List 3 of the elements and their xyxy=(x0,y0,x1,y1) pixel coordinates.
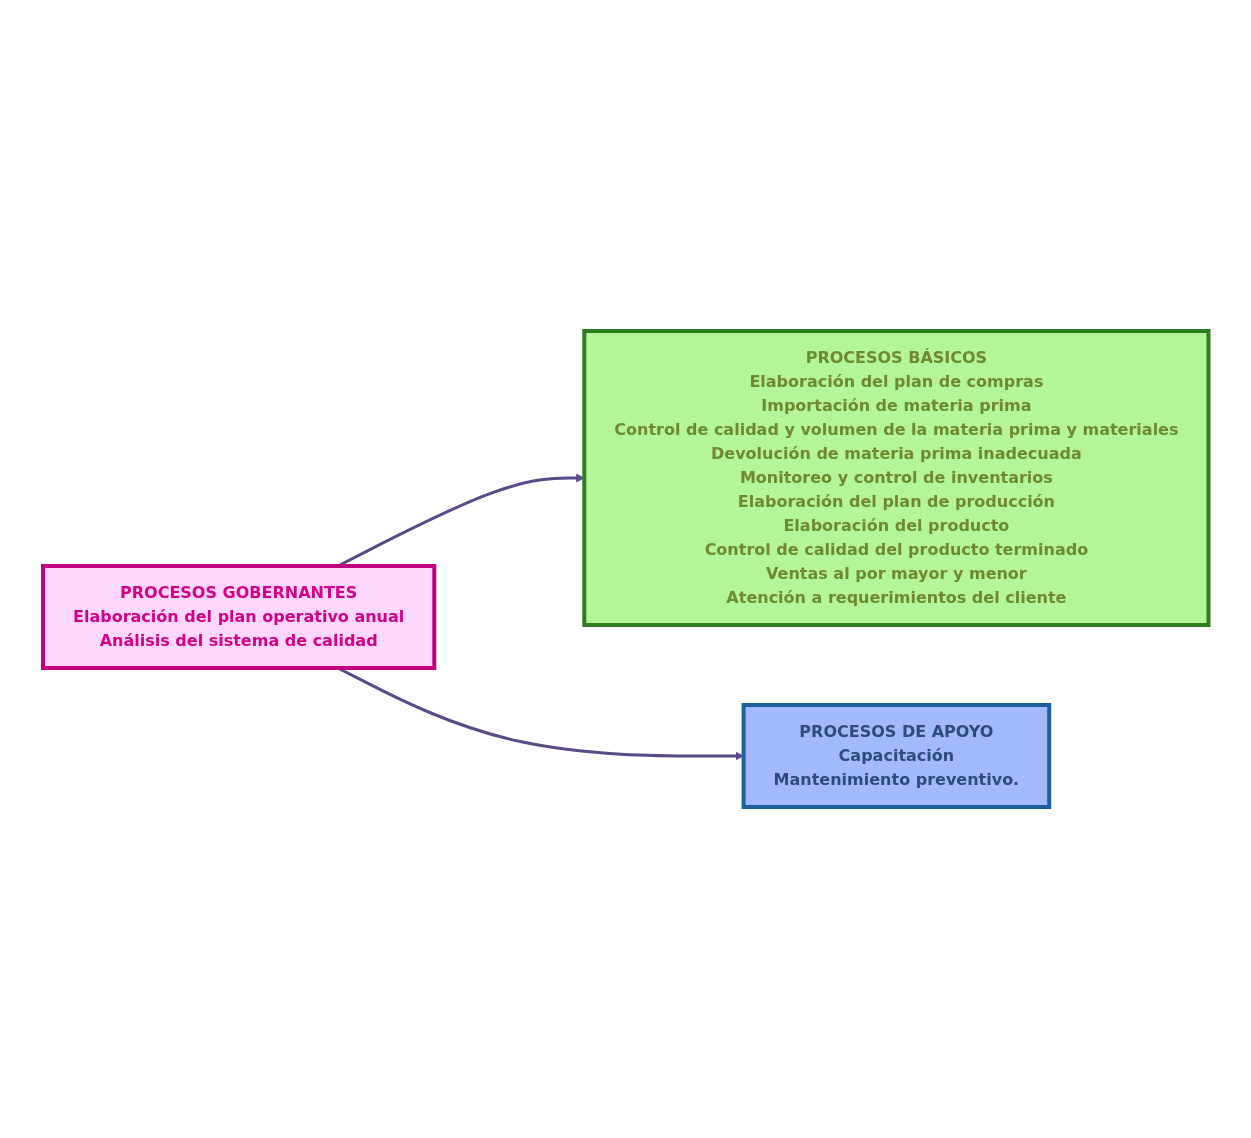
node-box: PROCESOS DE APOYO Capacitación Mantenimiento preventivo. xyxy=(741,703,1051,809)
node-box: PROCESOS GOBERNANTES Elaboración del plan operativo anual Análisis del sistema de calidad xyxy=(40,564,437,670)
node-box: PROCESOS BÁSICOS Elaboración del plan de compras Importación de materia prima Control de calidad y volumen de la materia prima y materiales Devolución de materia prima inadecuada Monitoreo y control de inventarios Elaboración del plan de producción Elaboración del producto Control de calidad del producto terminado Ventas al por mayor y menor Atención a requerimientos del cliente xyxy=(582,329,1211,627)
